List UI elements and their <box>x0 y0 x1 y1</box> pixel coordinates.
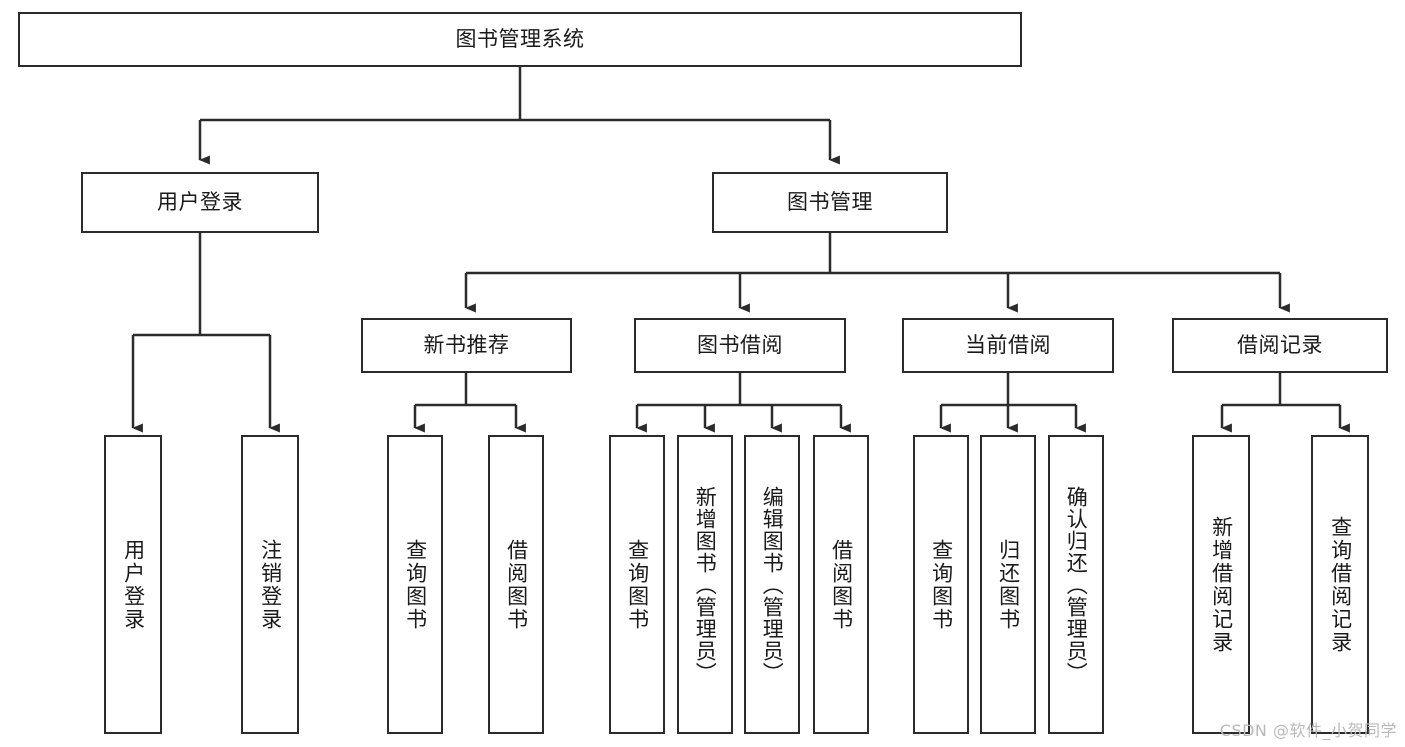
leaf-new-book-borrow-label: 借阅图书 <box>504 538 529 631</box>
csdn-watermark: CSDN @软件_小贺同学 <box>1219 721 1397 740</box>
node-current-borrow[interactable]: 当前借阅 <box>902 318 1114 373</box>
leaf-borrow-borrow-book-label: 借阅图书 <box>829 538 854 631</box>
node-book-borrow-label: 图书借阅 <box>697 333 783 358</box>
leaf-borrow-add-book-admin[interactable]: 新增图书（管理员） <box>677 435 733 734</box>
node-new-book-recommend-label: 新书推荐 <box>423 333 510 358</box>
leaf-current-query-book[interactable]: 查询图书 <box>913 435 969 734</box>
leaf-borrow-borrow-book[interactable]: 借阅图书 <box>813 435 869 734</box>
leaf-current-return-book[interactable]: 归还图书 <box>980 435 1036 734</box>
leaf-borrow-query-book-label: 查询图书 <box>625 538 650 631</box>
node-user-login[interactable]: 用户登录 <box>81 172 319 233</box>
leaf-records-add-record-label: 新增借阅记录 <box>1209 515 1234 654</box>
leaf-new-book-borrow[interactable]: 借阅图书 <box>488 435 544 734</box>
leaf-new-book-query[interactable]: 查询图书 <box>387 435 443 734</box>
leaf-records-query-record[interactable]: 查询借阅记录 <box>1311 435 1369 734</box>
node-borrow-records-label: 借阅记录 <box>1237 333 1323 358</box>
leaf-user-login-signin[interactable]: 用户登录 <box>104 435 162 734</box>
leaf-records-query-record-label: 查询借阅记录 <box>1328 515 1353 654</box>
node-current-borrow-label: 当前借阅 <box>965 333 1051 358</box>
node-book-borrow[interactable]: 图书借阅 <box>634 318 846 373</box>
node-root-label: 图书管理系统 <box>455 27 585 52</box>
leaf-user-login-signout-label: 注销登录 <box>258 538 283 631</box>
leaf-new-book-query-label: 查询图书 <box>403 538 428 631</box>
leaf-borrow-add-book-admin-label: 新增图书（管理员） <box>693 485 718 684</box>
node-new-book-recommend[interactable]: 新书推荐 <box>361 318 572 373</box>
node-book-management-label: 图书管理 <box>787 190 873 215</box>
leaf-current-return-book-label: 归还图书 <box>996 538 1021 631</box>
leaf-borrow-edit-book-admin[interactable]: 编辑图书（管理员） <box>744 435 800 734</box>
leaf-current-confirm-return-admin[interactable]: 确认归还（管理员） <box>1048 435 1104 734</box>
leaf-records-add-record[interactable]: 新增借阅记录 <box>1192 435 1250 734</box>
leaf-current-query-book-label: 查询图书 <box>929 538 954 631</box>
leaf-borrow-query-book[interactable]: 查询图书 <box>609 435 665 734</box>
node-user-login-label: 用户登录 <box>157 190 243 215</box>
leaf-current-confirm-return-admin-label: 确认归还（管理员） <box>1064 485 1089 684</box>
node-borrow-records[interactable]: 借阅记录 <box>1172 318 1388 373</box>
leaf-user-login-signin-label: 用户登录 <box>121 538 146 631</box>
leaf-borrow-edit-book-admin-label: 编辑图书（管理员） <box>760 485 785 684</box>
node-root[interactable]: 图书管理系统 <box>18 12 1022 67</box>
leaf-user-login-signout[interactable]: 注销登录 <box>241 435 299 734</box>
node-book-management[interactable]: 图书管理 <box>712 172 948 233</box>
